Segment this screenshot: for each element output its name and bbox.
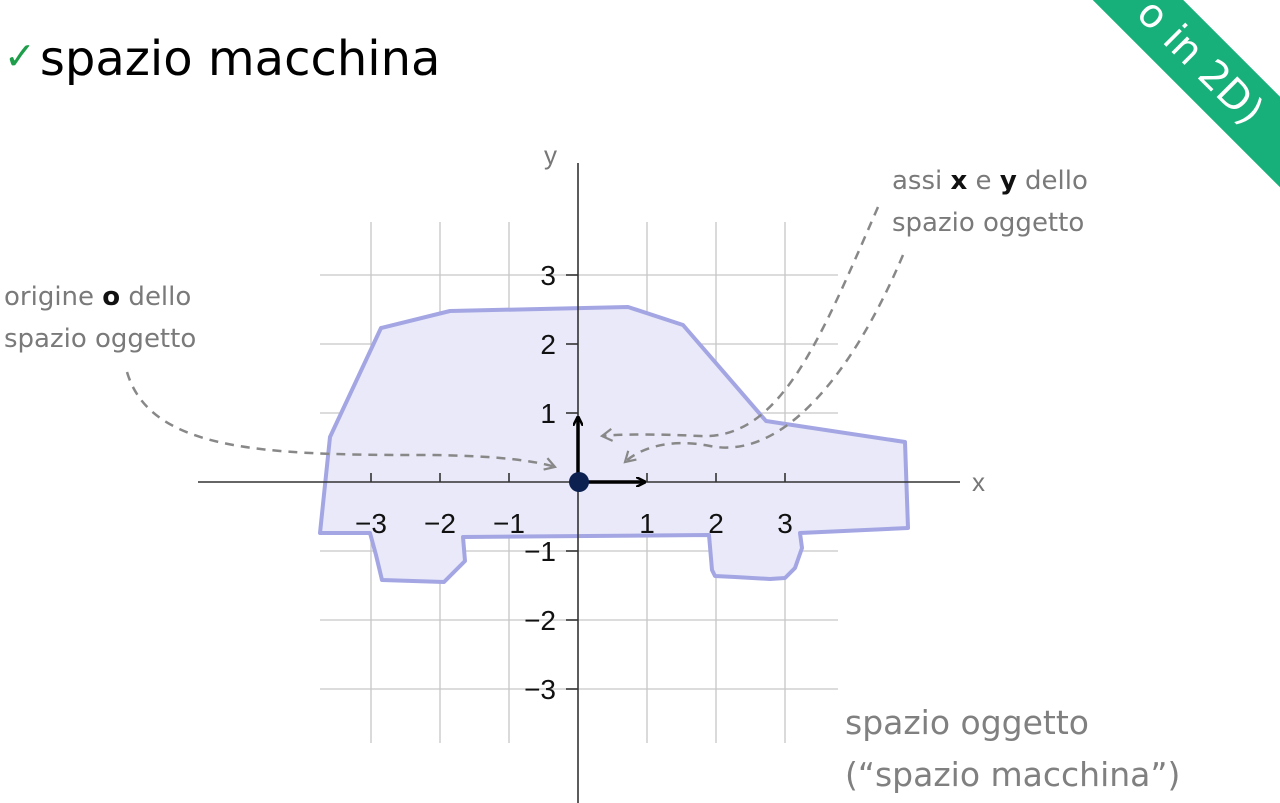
y-tick-label: −3	[524, 674, 556, 705]
origin-callout-line1: origine o dello	[4, 282, 192, 312]
slide-title-text: spazio macchina	[39, 31, 441, 87]
origin-callout-line2: spazio oggetto	[4, 324, 197, 354]
y-axis-label: y	[544, 140, 557, 170]
slide-title: ✓spazio macchina	[4, 26, 440, 89]
axes-callout-arrow-x	[602, 206, 880, 436]
y-tick-label: −1	[524, 536, 556, 567]
x-tick-label: 2	[708, 508, 724, 539]
y-tick-label: 1	[540, 398, 556, 429]
x-tick-label: 3	[777, 508, 793, 539]
axes-callout: assi x e y dello spazio oggetto	[892, 160, 1088, 244]
x-axis-label: x	[972, 467, 985, 497]
axes: −3 −2 −1 1 2 3 3 2 1 −1 −2 −3 x y	[198, 140, 985, 803]
checkmark-icon: ✓	[4, 34, 36, 78]
y-tick-label: 2	[540, 329, 556, 360]
y-tick-label: 3	[540, 260, 556, 291]
object-space-basis	[569, 417, 645, 492]
x-tick-label: −1	[493, 508, 525, 539]
y-tick-label: −2	[524, 605, 556, 636]
axes-callout-line2: spazio oggetto	[892, 208, 1085, 238]
origin-callout: origine o dello spazio oggetto	[4, 276, 196, 360]
origin-point	[569, 472, 589, 492]
x-symbol: x	[950, 166, 968, 196]
origin-callout-arrow	[125, 371, 555, 467]
axes-callout-line1: assi x e y dello	[892, 166, 1088, 196]
car-silhouette	[318, 305, 910, 584]
y-symbol: y	[999, 166, 1017, 196]
x-tick-label: −3	[355, 508, 387, 539]
object-space-label-line1: spazio oggetto	[845, 703, 1089, 742]
axis-ticks: −3 −2 −1 1 2 3 3 2 1 −1 −2 −3	[355, 260, 793, 705]
callout-arrows	[125, 206, 905, 467]
origin-symbol: o	[102, 282, 121, 312]
x-tick-label: 1	[639, 508, 655, 539]
object-space-label-line2: (“spazio macchina”)	[845, 755, 1181, 794]
x-tick-label: −2	[424, 508, 456, 539]
object-space-label: spazio oggetto (“spazio macchina”)	[845, 697, 1180, 801]
